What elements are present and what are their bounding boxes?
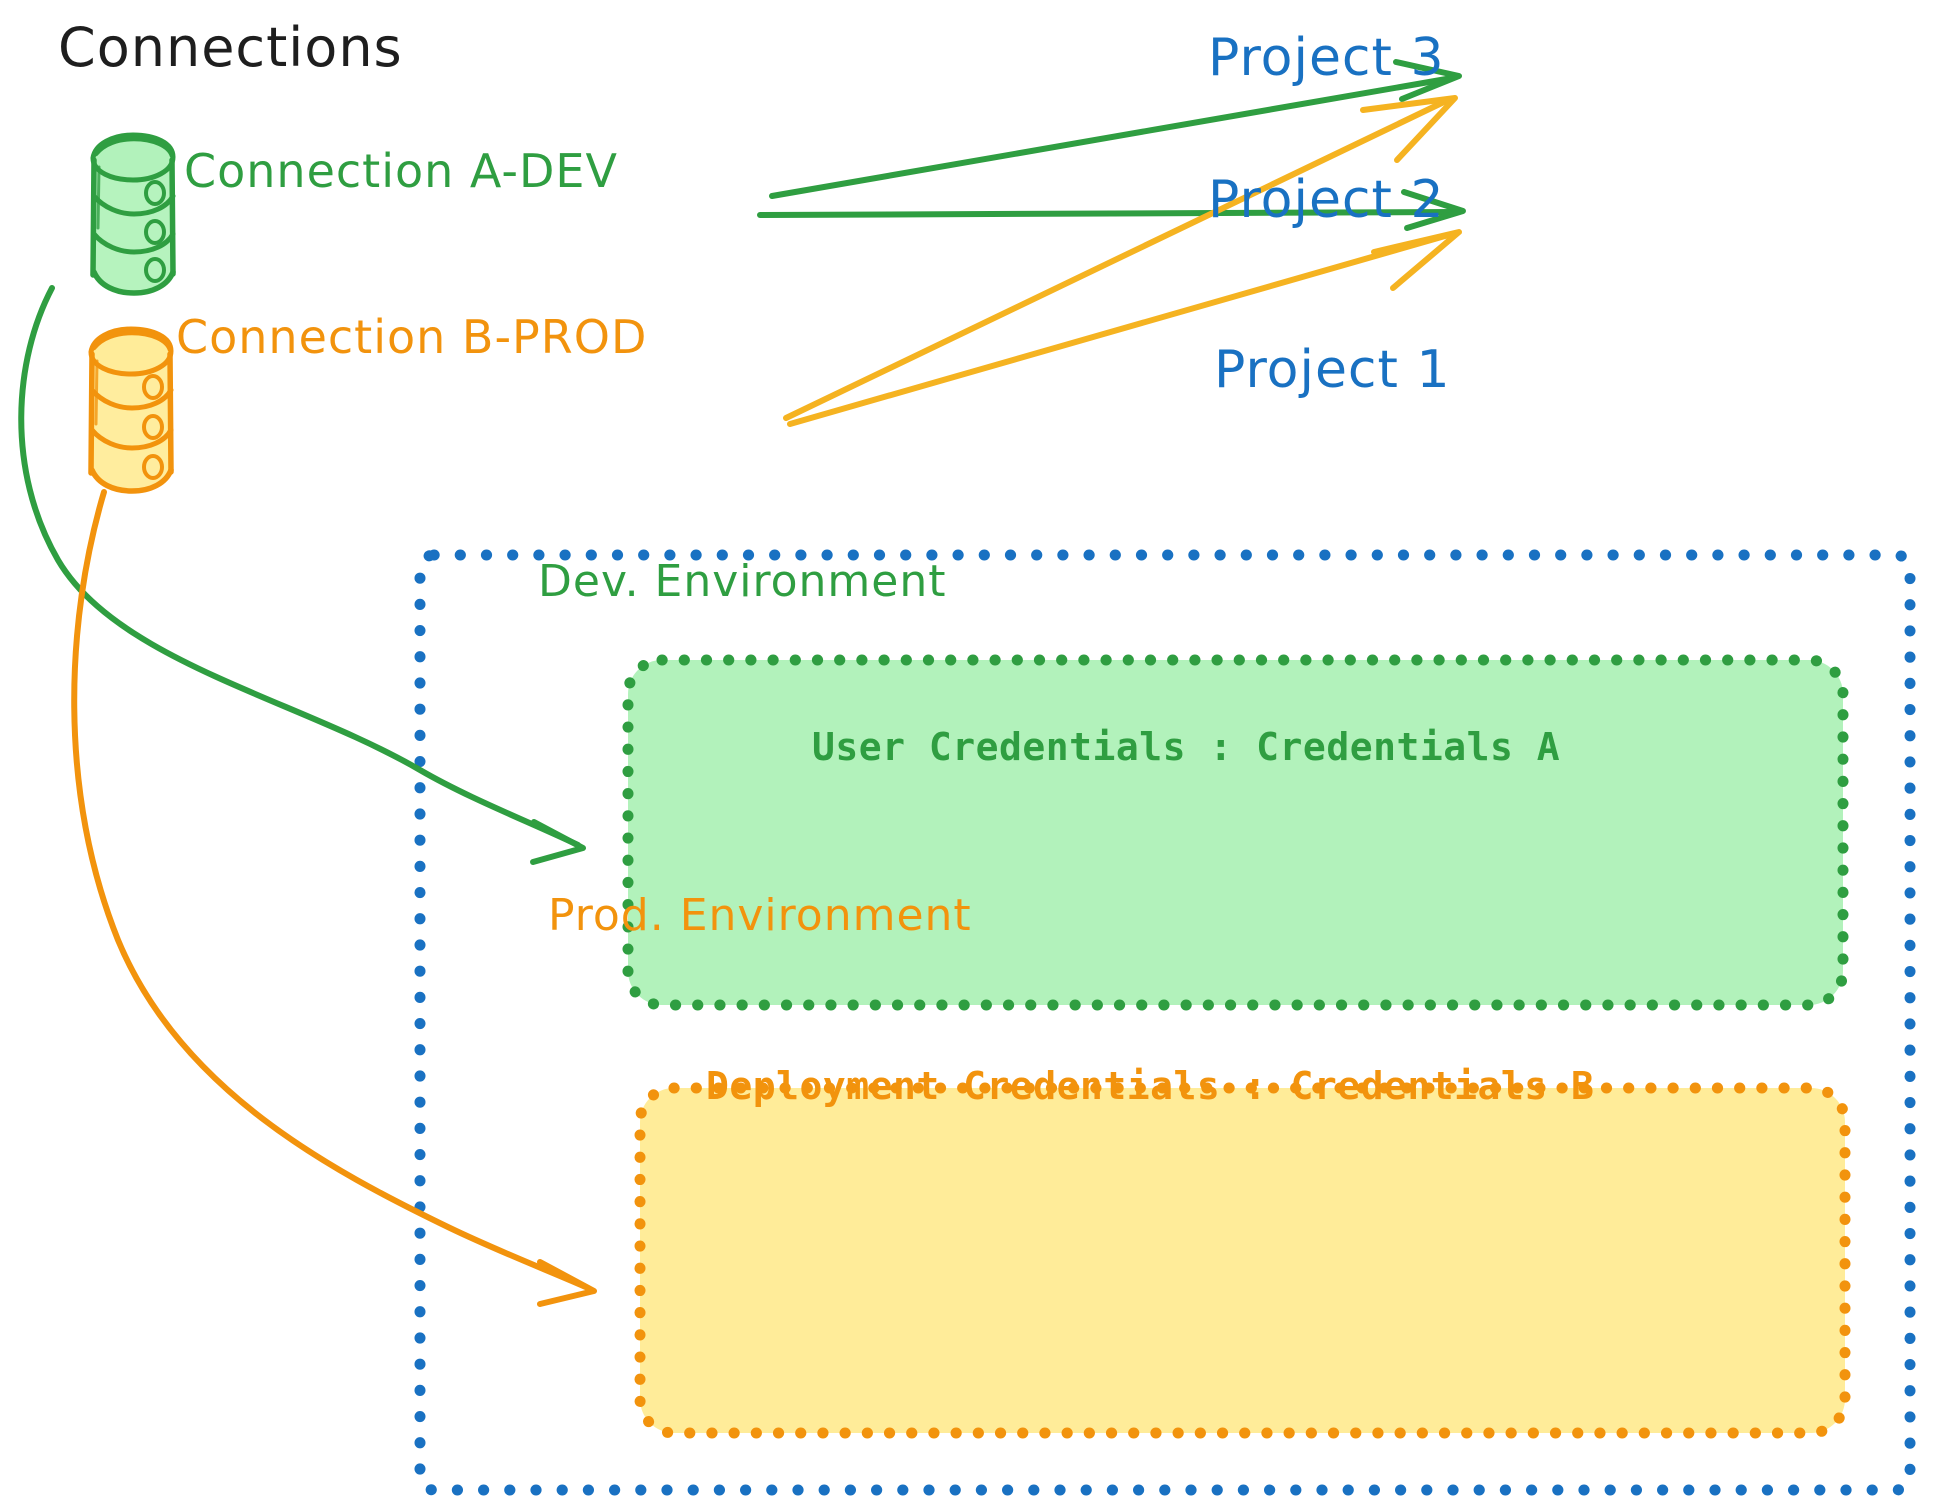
edge-conn-b-to-project-3 [783, 95, 1458, 421]
prod-environment-box [634, 1082, 1851, 1439]
project-1-container [414, 549, 1916, 1496]
edge-conn-b-to-prod-environment [71, 489, 597, 1307]
prod-environment-credentials: Deployment Credentials : Credentials B [706, 1064, 1595, 1108]
prod-environment-title: Prod. Environment [548, 890, 972, 941]
edge-conn-a-to-project-2 [757, 189, 1466, 231]
dev-environment-title: Dev. Environment [538, 556, 947, 607]
project-3-label[interactable]: Project 3 [1208, 28, 1445, 88]
edge-conn-b-to-project-2 [787, 229, 1462, 427]
dev-environment-credentials: User Credentials : Credentials A [812, 725, 1561, 769]
connection-b-prod-database-icon [88, 326, 174, 494]
edge-conn-a-to-dev-environment [18, 285, 586, 865]
page-title: Connections [58, 16, 403, 79]
project-2-label[interactable]: Project 2 [1208, 170, 1445, 230]
dev-environment-box [622, 654, 1849, 1011]
connection-a-dev-label[interactable]: Connection A-DEV [184, 144, 618, 198]
project-1-label[interactable]: Project 1 [1214, 340, 1451, 400]
connection-a-dev-database-icon [90, 132, 176, 296]
edge-conn-a-to-project-3 [769, 59, 1462, 199]
connection-b-prod-label[interactable]: Connection B-PROD [176, 310, 648, 364]
